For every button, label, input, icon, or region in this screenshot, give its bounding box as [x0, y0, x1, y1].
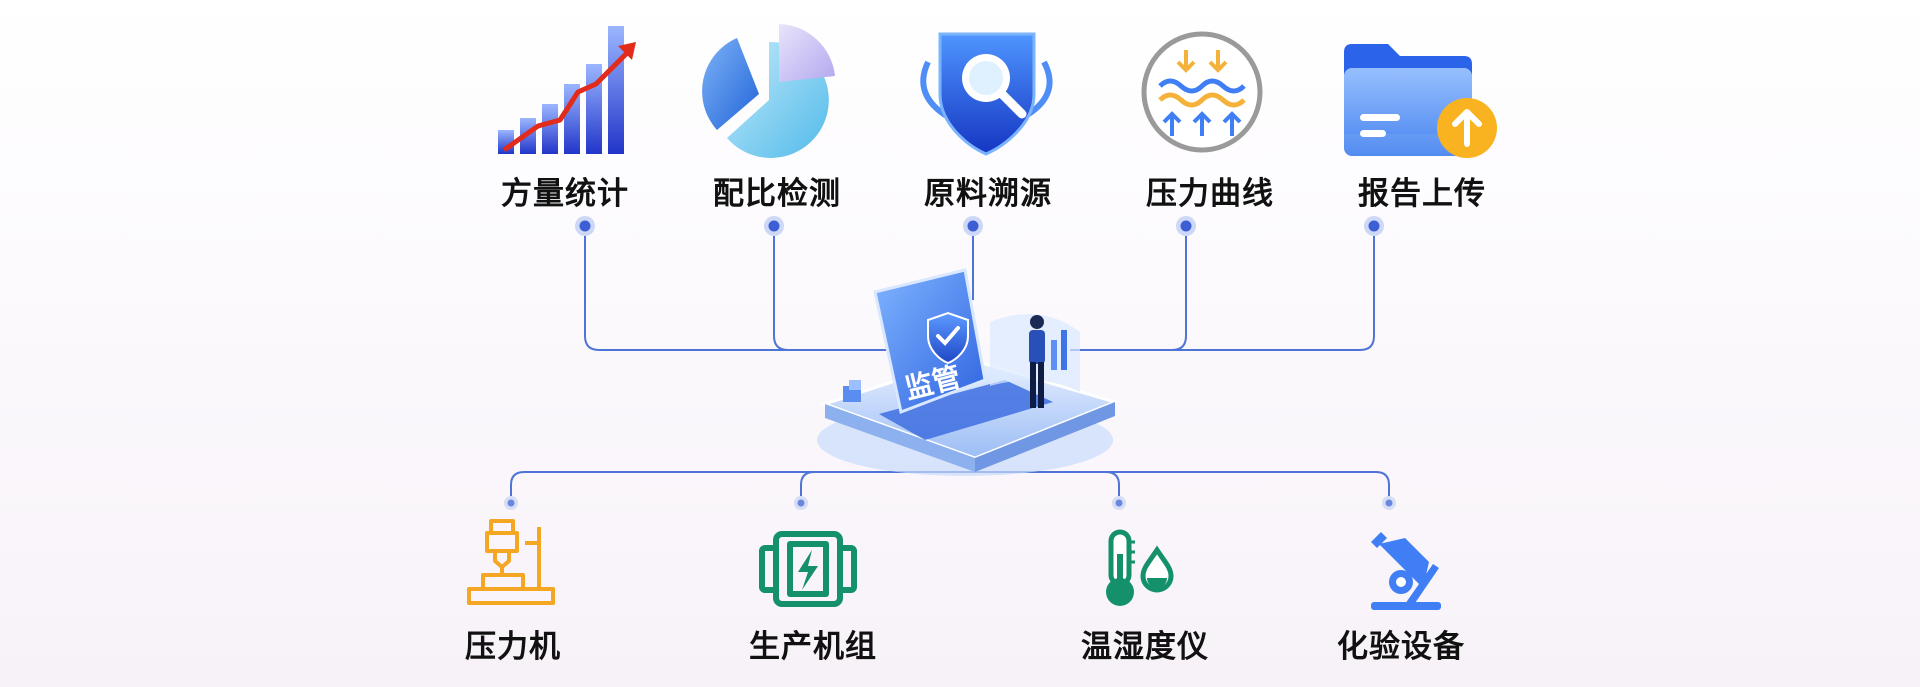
- connector-dots-top: [575, 216, 1384, 236]
- label-top-4: 压力曲线: [1146, 176, 1274, 212]
- label-top-3: 原料溯源: [924, 176, 1052, 212]
- supervision-hub-illustration: 监管: [817, 268, 1120, 476]
- connector-top-1: [584, 226, 900, 351]
- label-bottom-3: 温湿度仪: [1081, 629, 1209, 665]
- connector-dots-bottom: [504, 496, 1396, 510]
- connector-top-5: [1070, 226, 1375, 351]
- label-top-2: 配比检测: [713, 176, 841, 212]
- folder-upload-icon: [1344, 44, 1497, 158]
- bar-chart-arrow-icon: [498, 26, 636, 154]
- label-bottom-2: 生产机组: [749, 629, 877, 665]
- microscope-icon: [1371, 532, 1441, 610]
- shield-search-icon: [920, 32, 1053, 156]
- thermo-hygrometer-icon: [1106, 529, 1174, 606]
- power-unit-icon: [759, 531, 857, 607]
- pressure-wave-icon: [1141, 31, 1263, 153]
- connector-bottom-1: [510, 471, 960, 498]
- label-bottom-1: 压力机: [465, 629, 561, 665]
- connector-bottom-2: [800, 471, 960, 498]
- connector-bottom-4: [960, 471, 1390, 498]
- label-top-1: 方量统计: [501, 176, 629, 212]
- pie-chart-icon: [702, 24, 835, 158]
- label-bottom-4: 化验设备: [1337, 629, 1465, 665]
- press-machine-icon: [467, 519, 555, 605]
- connector-top-2: [773, 226, 900, 351]
- label-top-5: 报告上传: [1358, 176, 1486, 212]
